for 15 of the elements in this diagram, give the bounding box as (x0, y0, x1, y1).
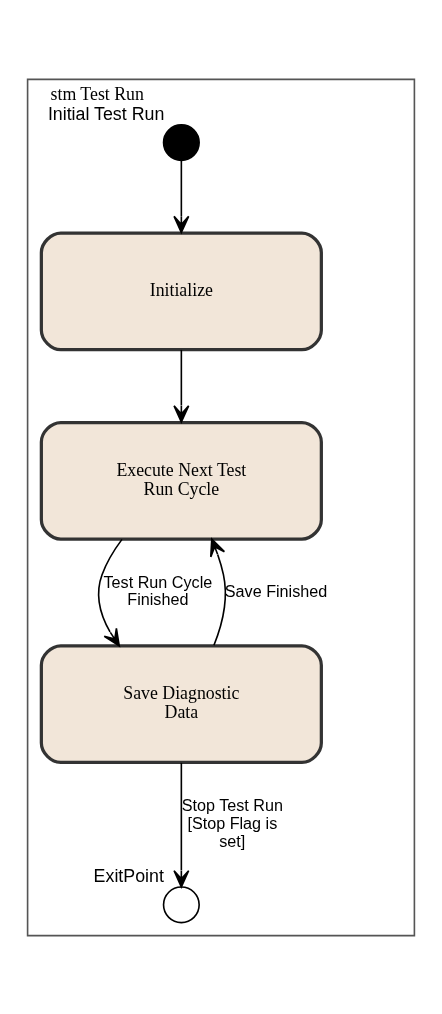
node-circle (162, 123, 200, 161)
arrow (173, 348, 190, 423)
node-label: Initial Test Run (47, 103, 165, 124)
node-label: ExitPoint (93, 865, 164, 886)
arrow (210, 537, 227, 646)
arrow (97, 538, 123, 647)
edge-label: Stop Test Run [Stop Flag is set] (181, 795, 283, 850)
edge-label: Save Finished (224, 581, 328, 600)
arrow (173, 159, 190, 233)
node-circle (162, 885, 200, 923)
node-box: Save Diagnostic Data (39, 643, 323, 764)
node-box: Initialize (39, 231, 323, 351)
edge-label: Test Run Cycle Finished (103, 572, 213, 608)
arrow (173, 761, 190, 888)
node-box: Execute Next Test Run Cycle (39, 420, 323, 541)
